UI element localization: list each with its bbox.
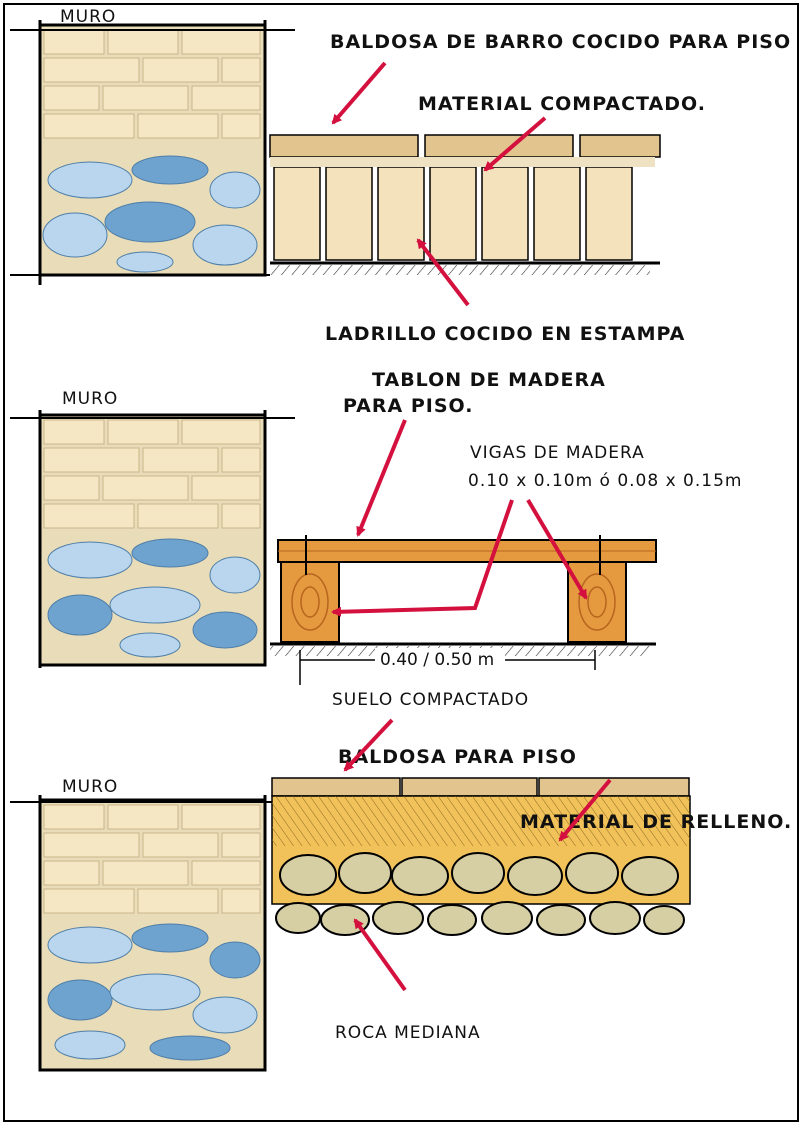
- wall-1-stones: [42, 155, 261, 273]
- label-medium-rock: ROCA MEDIANA: [335, 1023, 481, 1043]
- wall-3-bricks: [43, 804, 261, 914]
- wall-2-bricks: [43, 419, 261, 529]
- label-beams-line1: VIGAS DE MADERA: [470, 443, 645, 463]
- arrow-compacted-material: [483, 116, 547, 172]
- label-compacted-soil: SUELO COMPACTADO: [332, 690, 529, 710]
- label-spacing: 0.40 / 0.50 m: [380, 650, 494, 670]
- fill-material-hatch: [272, 796, 690, 846]
- panel-3: MURO BALDOSA PARA PISO: [10, 718, 792, 1072]
- wall-2: [10, 410, 295, 668]
- wood-beam-right: [567, 561, 627, 643]
- label-fired-brick: LADRILLO COCIDO EN ESTAMPA: [325, 323, 685, 345]
- unused: [345, 772, 395, 774]
- arrow-floor-tile-spacer: [345, 770, 392, 775]
- arrow-plank: [356, 419, 407, 537]
- unused-8: [340, 770, 392, 775]
- arrow-beam-right: [526, 498, 588, 600]
- dimension-label-bg: [375, 648, 505, 670]
- wall-1-label: MURO: [60, 7, 116, 27]
- label-floor-tile: BALDOSA PARA PISO: [338, 746, 577, 768]
- fired-brick-row: [273, 166, 633, 261]
- wall-2-stones: [47, 538, 261, 658]
- wall-2-label: MURO: [62, 389, 118, 409]
- arrow-clay-tile: [331, 61, 387, 125]
- unused-5: [340, 770, 392, 775]
- arrow-fired-brick: [416, 238, 470, 307]
- wood-beam-left: [280, 561, 340, 643]
- label-fill-material: MATERIAL DE RELLENO.: [520, 811, 792, 833]
- label-clay-tile: BALDOSA DE BARRO COCIDO PARA PISO: [330, 31, 791, 53]
- ground-hatch-1: [270, 265, 650, 275]
- floor-tile-row: [271, 777, 690, 797]
- wall-3-label: MURO: [62, 777, 118, 797]
- compacted-layer: [270, 157, 655, 167]
- unused-4: [346, 770, 392, 774]
- arrow-medium-rock: [353, 918, 407, 992]
- label-plank-line1: TABLON DE MADERA: [372, 369, 606, 391]
- clay-tile-row: [269, 134, 661, 158]
- wall-1: [10, 20, 295, 285]
- panel-1: MURO BALDOSA DE BARRO COCIDO PARA PISO M…: [10, 7, 791, 345]
- arrow-fill-material: [558, 778, 612, 842]
- unused-3: [345, 770, 395, 772]
- arrow-floor-tile: [343, 718, 394, 772]
- arrow-beam-left: [331, 499, 514, 617]
- unused-9: [340, 770, 393, 775]
- wall-3-stones: [47, 923, 261, 1061]
- label-beams-line2: 0.10 x 0.10m ó 0.08 x 0.15m: [468, 471, 742, 491]
- label-plank-line2: PARA PISO.: [343, 395, 473, 417]
- wall-3: [10, 795, 295, 1072]
- unused-7: [340, 770, 392, 775]
- unused-6: [340, 770, 392, 775]
- panel-2: MURO 0.40 / 0.50 m TABLON DE MADERA PARA…: [10, 369, 742, 710]
- label-compacted-material: MATERIAL COMPACTADO.: [418, 93, 706, 115]
